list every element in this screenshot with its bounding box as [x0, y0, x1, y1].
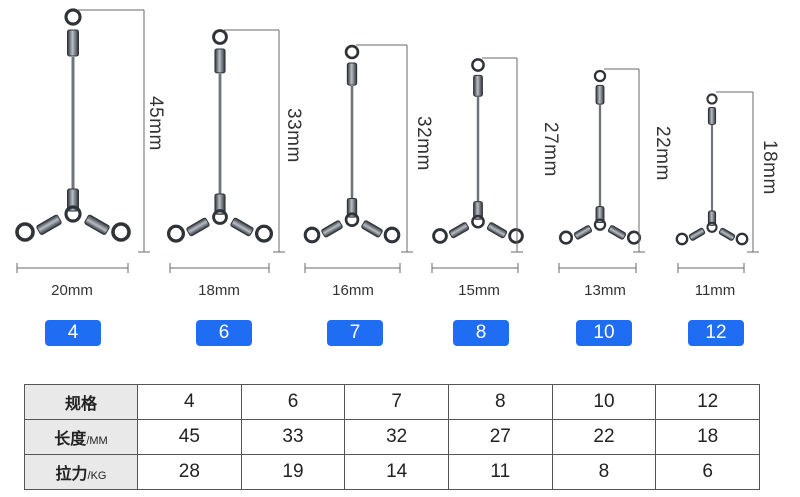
left-barrel-1	[36, 214, 62, 235]
table-cell: 14	[344, 454, 449, 490]
right-ring-2	[254, 224, 274, 243]
left-barrel-2	[186, 217, 210, 237]
lower-barrel-5	[595, 206, 605, 223]
top-barrel-5	[595, 84, 605, 105]
row-header: 规格	[24, 384, 138, 420]
length-label-2: 33mm	[283, 108, 304, 163]
top-ring-1	[64, 8, 82, 26]
table-cell: 8	[447, 384, 553, 420]
length-label-6: 18mm	[759, 140, 780, 195]
left-barrel-6	[688, 227, 706, 241]
lower-barrel-6	[707, 210, 717, 226]
size-badge-4: 8	[453, 320, 509, 346]
table-cell: 10	[551, 384, 657, 420]
lower-barrel-2	[214, 193, 226, 215]
left-ring-6	[675, 232, 689, 246]
lower-barrel-3	[346, 197, 358, 218]
top-barrel-3	[346, 62, 358, 86]
left-barrel-3	[321, 220, 343, 238]
right-barrel-5	[607, 225, 627, 240]
top-ring-5	[593, 69, 607, 83]
right-ring-3	[383, 226, 401, 244]
table-cell: 11	[447, 454, 553, 490]
junction-ring-3	[344, 212, 360, 227]
table-cell: 6	[240, 384, 346, 420]
length-label-3: 32mm	[413, 116, 434, 171]
left-ring-4	[432, 228, 448, 244]
width-label-5: 13mm	[584, 282, 626, 299]
junction-ring-1	[64, 205, 82, 223]
table-cell: 19	[240, 454, 346, 490]
size-badge-6: 12	[688, 320, 744, 346]
left-ring-3	[303, 226, 321, 244]
top-ring-4	[471, 58, 485, 72]
right-barrel-4	[486, 222, 508, 239]
right-ring-1	[111, 222, 131, 242]
junction-ring-6	[706, 221, 718, 233]
width-label-1: 20mm	[51, 282, 93, 299]
top-barrel-1	[67, 29, 79, 57]
top-barrel-2	[214, 48, 226, 74]
size-badge-1: 4	[45, 320, 101, 346]
top-barrel-4	[473, 74, 483, 97]
top-ring-6	[706, 93, 718, 105]
width-label-2: 18mm	[198, 282, 240, 299]
right-barrel-3	[361, 220, 383, 238]
top-barrel-6	[707, 106, 717, 125]
left-ring-2	[166, 224, 186, 243]
table-cell: 12	[655, 384, 760, 420]
table-row: 规格 4 6 7 8 10 12	[24, 384, 760, 420]
width-label-6: 11mm	[694, 282, 736, 299]
right-barrel-2	[230, 217, 254, 237]
table-cell: 28	[137, 454, 242, 490]
table-cell: 45	[137, 419, 242, 455]
size-badge-5: 10	[576, 320, 632, 346]
right-barrel-1	[84, 214, 110, 235]
width-label-4: 15mm	[458, 282, 500, 299]
right-barrel-6	[718, 227, 736, 241]
top-ring-3	[344, 44, 360, 60]
table-row: 长度/MM 45 33 32 27 22 18	[24, 419, 760, 455]
table-cell: 32	[344, 419, 449, 455]
left-barrel-5	[573, 225, 593, 240]
table-row: 拉力/KG 28 19 14 11 8 6	[24, 454, 760, 490]
size-badge-3: 7	[327, 320, 383, 346]
swivel-diagram	[15, 8, 759, 273]
width-label-3: 16mm	[332, 282, 374, 299]
left-barrel-4	[448, 222, 470, 239]
left-ring-1	[15, 222, 35, 242]
left-ring-5	[558, 230, 574, 245]
junction-ring-2	[212, 209, 228, 225]
spec-table: 规格 4 6 7 8 10 12 长度/MM 45 33 32 27 22 18…	[24, 384, 760, 490]
junction-ring-4	[471, 214, 485, 229]
lower-barrel-1	[67, 188, 79, 212]
row-header: 拉力/KG	[24, 454, 138, 490]
table-cell: 8	[551, 454, 657, 490]
top-ring-2	[212, 29, 228, 45]
lower-barrel-4	[473, 201, 483, 220]
right-ring-6	[735, 232, 749, 246]
table-cell: 7	[344, 384, 449, 420]
length-label-5: 22mm	[652, 126, 673, 181]
table-cell: 27	[447, 419, 553, 455]
table-cell: 4	[137, 384, 242, 420]
table-cell: 33	[240, 419, 346, 455]
size-badge-2: 6	[196, 320, 252, 346]
junction-ring-5	[593, 218, 607, 231]
table-cell: 22	[551, 419, 657, 455]
table-cell: 6	[655, 454, 760, 490]
length-label-1: 45mm	[145, 96, 166, 151]
right-ring-5	[626, 230, 642, 245]
length-label-4: 27mm	[540, 122, 561, 177]
right-ring-4	[508, 228, 524, 244]
table-cell: 18	[655, 419, 760, 455]
row-header: 长度/MM	[24, 419, 138, 455]
